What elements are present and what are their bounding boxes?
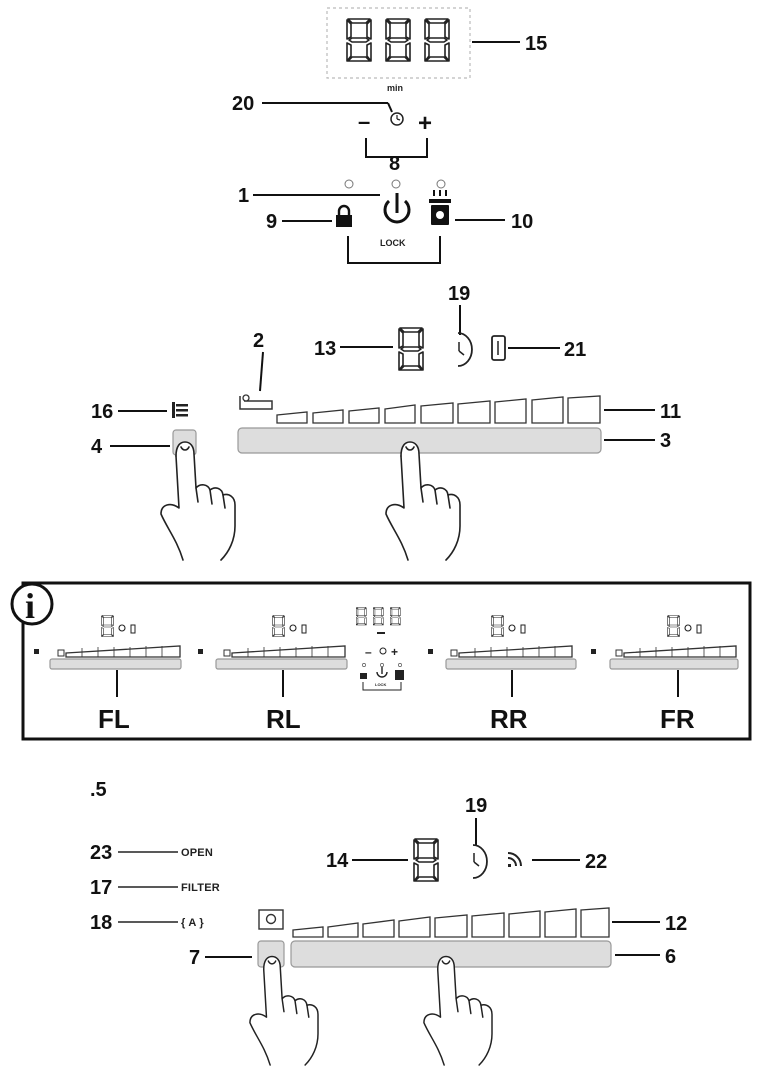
mini-main-controls: – + LOCK bbox=[356, 607, 404, 691]
power-icon[interactable] bbox=[383, 193, 411, 224]
timer-symbol-group: 20 – + 8 bbox=[232, 93, 432, 175]
hand-pointer-icon bbox=[249, 955, 319, 1066]
callout-11: 11 bbox=[660, 401, 681, 423]
mini-lock-word: LOCK bbox=[375, 682, 386, 687]
keep-warm-icon[interactable] bbox=[429, 190, 451, 225]
power-step[interactable] bbox=[384, 404, 416, 424]
zone-power-digit bbox=[398, 327, 424, 371]
callout-9: 9 bbox=[266, 211, 277, 233]
callout-21: 21 bbox=[564, 339, 586, 361]
callout-10: 10 bbox=[511, 211, 533, 233]
callout-19-bottom: 19 bbox=[465, 795, 487, 817]
zone-panel-rr: RR bbox=[428, 615, 577, 734]
callout-22: 22 bbox=[585, 851, 607, 873]
timer-display-group: 15 min bbox=[326, 7, 547, 93]
callout-16: 16 bbox=[91, 401, 113, 423]
power-step[interactable] bbox=[420, 402, 454, 424]
info-icon bbox=[10, 582, 54, 626]
callout-12: 12 bbox=[665, 913, 687, 935]
zone-label-rr: RR bbox=[490, 704, 528, 734]
hood-control-group: .5 19 14 22 23 OPEN 17 FILTER 18 { A } bbox=[90, 779, 687, 1066]
info-box: i FL bbox=[10, 581, 752, 741]
hood-toggle-icon[interactable] bbox=[258, 909, 284, 930]
hood-step[interactable] bbox=[471, 912, 505, 938]
zone-timer-icon bbox=[457, 332, 473, 367]
timer-display-frame bbox=[326, 7, 471, 79]
section-number: .5 bbox=[90, 779, 107, 801]
timer-digit-1 bbox=[346, 18, 372, 62]
bridge-icon bbox=[491, 335, 506, 361]
hood-link-icon bbox=[172, 402, 188, 418]
callout-6: 6 bbox=[665, 946, 676, 968]
callout-15: 15 bbox=[525, 33, 547, 55]
main-controls-group: 1 9 10 LOCK bbox=[238, 179, 533, 264]
hand-pointer-icon bbox=[160, 441, 236, 561]
hood-step[interactable] bbox=[292, 926, 324, 938]
callout-7: 7 bbox=[189, 947, 200, 969]
callout-4: 4 bbox=[91, 436, 103, 458]
light-icon bbox=[507, 852, 522, 867]
power-step[interactable] bbox=[494, 398, 527, 424]
callout-13: 13 bbox=[314, 338, 336, 360]
zone-label-rl: RL bbox=[266, 704, 301, 734]
svg-text:–: – bbox=[365, 645, 372, 659]
open-word: OPEN bbox=[181, 847, 213, 859]
power-steps-row bbox=[276, 395, 601, 424]
timer-digit-3 bbox=[424, 18, 450, 62]
lock-word: LOCK bbox=[380, 238, 406, 248]
callout-2: 2 bbox=[253, 330, 264, 352]
info-box-frame bbox=[21, 581, 752, 741]
power-slider[interactable] bbox=[237, 427, 602, 454]
callout-20: 20 bbox=[232, 93, 254, 115]
filter-word: FILTER bbox=[181, 882, 220, 894]
zone-label-fl: FL bbox=[98, 704, 130, 734]
timer-minus-key[interactable]: – bbox=[358, 109, 370, 134]
power-step[interactable] bbox=[567, 395, 601, 424]
hood-step[interactable] bbox=[362, 919, 395, 938]
hood-step[interactable] bbox=[544, 908, 577, 938]
power-step[interactable] bbox=[348, 407, 380, 424]
hood-timer-icon bbox=[472, 844, 488, 879]
zone-panel-fr: FR bbox=[591, 615, 739, 734]
zone-indicator-icon bbox=[239, 396, 273, 410]
power-step[interactable] bbox=[312, 409, 344, 424]
info-glyph: i bbox=[25, 586, 35, 626]
callout-17: 17 bbox=[90, 877, 112, 899]
hood-step[interactable] bbox=[327, 922, 359, 938]
power-step[interactable] bbox=[531, 396, 564, 424]
timer-digit-2 bbox=[385, 18, 411, 62]
callout-18: 18 bbox=[90, 912, 112, 934]
timer-plus-key[interactable]: + bbox=[418, 110, 432, 137]
hood-step[interactable] bbox=[398, 916, 431, 938]
callout-14: 14 bbox=[326, 850, 349, 872]
hood-step[interactable] bbox=[508, 910, 541, 938]
cooktop-zone-group: 19 13 21 2 11 bbox=[91, 283, 681, 561]
auto-word: { A } bbox=[181, 917, 204, 929]
zone-label-fr: FR bbox=[660, 704, 695, 734]
zone-panel-rl: RL bbox=[198, 615, 348, 734]
power-step[interactable] bbox=[276, 411, 308, 424]
timer-clock-icon bbox=[390, 112, 404, 126]
svg-text:+: + bbox=[391, 645, 398, 659]
min-unit-label: min bbox=[387, 83, 403, 93]
callout-19-top: 19 bbox=[448, 283, 470, 305]
callout-3: 3 bbox=[660, 430, 671, 452]
callout-23: 23 bbox=[90, 842, 112, 864]
lock-icon[interactable] bbox=[336, 204, 352, 227]
hood-step[interactable] bbox=[580, 907, 610, 938]
hand-pointer-icon bbox=[423, 955, 493, 1066]
hand-pointer-icon bbox=[385, 441, 461, 561]
hood-steps-row bbox=[292, 907, 610, 938]
callout-8: 8 bbox=[389, 153, 400, 175]
callout-1: 1 bbox=[238, 185, 249, 207]
power-step[interactable] bbox=[457, 400, 491, 424]
zone-panel-fl: FL bbox=[34, 615, 182, 734]
hood-speed-digit bbox=[413, 838, 439, 882]
hood-step[interactable] bbox=[434, 914, 468, 938]
